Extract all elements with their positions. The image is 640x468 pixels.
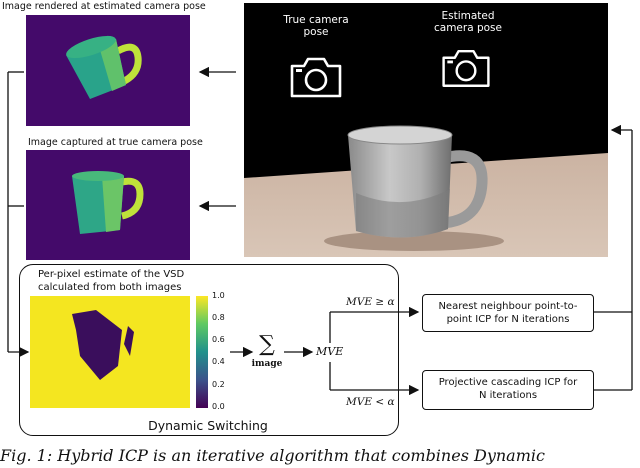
mve-label: MVE — [316, 345, 344, 358]
sum-symbol: ∑ — [259, 332, 275, 357]
icp-nearest-neighbour-text: Nearest neighbour point-to- point ICP fo… — [438, 301, 578, 325]
icp-nearest-neighbour-box — [422, 294, 594, 332]
scene-photo — [244, 3, 608, 257]
label-dynamic-switching: Dynamic Switching — [148, 418, 268, 433]
camera-icon — [290, 57, 342, 98]
camera-icon — [442, 49, 490, 87]
colorbar-tick: 1.0 — [212, 291, 225, 300]
colorbar-tick: 0.8 — [212, 313, 225, 322]
label-estimated-camera: Estimated camera pose — [433, 10, 502, 34]
icp-projective-box — [422, 370, 594, 410]
colorbar-tick: 0.2 — [212, 380, 225, 389]
colorbar-tick: 0.4 — [212, 357, 225, 366]
colorbar-tick: 0.6 — [212, 335, 225, 344]
figure-caption: Fig. 1: Hybrid ICP is an iterative algor… — [0, 446, 545, 465]
label-true-camera: True camera pose — [283, 14, 349, 38]
dynamic-switching-box — [19, 264, 399, 436]
label-vsd: Per-pixel estimate of the VSD calculated… — [38, 269, 185, 293]
condition-upper: MVE ≥ α — [346, 296, 395, 308]
colorbar-tick: 0.0 — [212, 402, 225, 411]
icp-projective-text: Projective cascading ICP for N iteration… — [438, 377, 578, 401]
rendered-image — [26, 15, 190, 126]
colorbar — [196, 296, 208, 408]
vsd-image — [30, 296, 190, 408]
condition-lower: MVE < α — [346, 396, 395, 408]
label-rendered-image: Image rendered at estimated camera pose — [2, 1, 206, 12]
captured-image — [26, 150, 190, 260]
label-captured-image: Image captured at true camera pose — [28, 137, 203, 148]
sum-subscript: image — [251, 359, 283, 369]
